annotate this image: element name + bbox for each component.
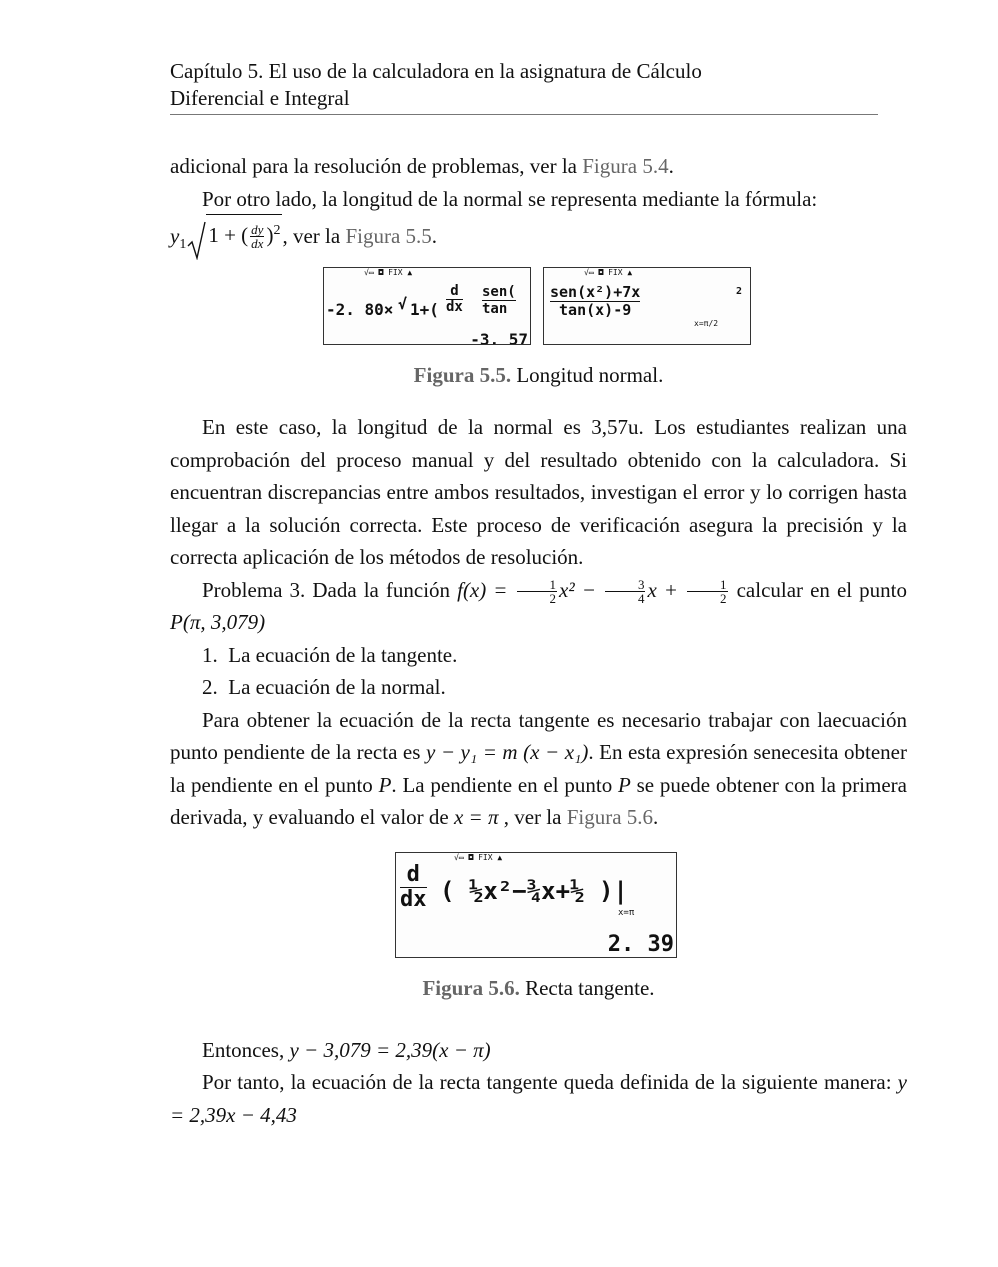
list-text-1: La ecuación de la tangente. (228, 642, 458, 667)
right-den: tan(x)-9 (559, 301, 632, 319)
formula-close: ) (266, 222, 274, 247)
figure-5-5-caption: Figura 5.5. Longitud normal. (170, 359, 907, 392)
left-d: d (446, 284, 463, 300)
paragraph-2: Por otro lado, la longitud de la normal … (202, 186, 818, 211)
tangent-expr: ( ½x²−¾x+½ )| (440, 876, 628, 905)
para5-d: se puede obtener con la primera derivada… (170, 772, 907, 830)
para1-end: . (668, 154, 674, 178)
left-result: -3. 57 (470, 330, 528, 345)
para5-end: . (653, 805, 659, 829)
header-line-2: Diferencial e Integral (170, 86, 350, 110)
para4-lead: Problema 3. Dada la función (202, 577, 458, 602)
left-sen: sen( (482, 284, 516, 301)
list-item: 2. La ecuación de la normal. (170, 671, 907, 704)
header-rule (170, 114, 878, 115)
tangent-dx: dx (400, 886, 427, 912)
point-slope-eq: y − y₁ = m (x − x₁) (425, 740, 589, 764)
para1-text: adicional para la resolución de problema… (170, 154, 583, 178)
para5-xpi: x = π (453, 805, 499, 829)
list-num-1: 1. (202, 642, 218, 667)
formula-end: . (431, 224, 438, 248)
figure-5-6-caption: Figura 5.6. Recta tangente. (170, 972, 907, 1005)
left-one-plus: 1+( (410, 300, 439, 319)
paragraph-5: Para obtener la ecuación de la recta tan… (170, 704, 907, 834)
status-bar-tangent: √▭ ◘ FIX ▲ (454, 852, 503, 862)
header-line-1: Capítulo 5. El uso de la calculadora en … (170, 59, 702, 83)
caption-text-5-5: Longitud normal. (511, 363, 664, 387)
formula-exp: 2 (273, 222, 281, 238)
term-x: x + (647, 577, 686, 602)
figure-5-5-link[interactable]: Figura 5.5 (345, 224, 432, 248)
figure-5-4-link[interactable]: Figura 5.4 (582, 154, 669, 178)
figure-5-6-link[interactable]: Figura 5.6 (566, 805, 654, 829)
list-text-2: La ecuación de la normal. (228, 675, 446, 699)
paragraph-7: Por tanto, la ecuación de la recta tange… (170, 1066, 907, 1131)
para6-eq: y − 3,079 = 2,39(x − π) (289, 1037, 491, 1062)
status-bar-left: √▭ ◘ FIX ▲ (364, 268, 413, 277)
dx: dx (251, 236, 264, 252)
para5-c: . La pendiente en el punto (391, 772, 619, 797)
para4-tail: calcular en el punto (729, 577, 908, 602)
right-exp: 2 (736, 286, 743, 297)
para5-b: . En esta expresión senecesita obtener l… (170, 740, 907, 797)
status-bar-right: √▭ ◘ FIX ▲ (584, 268, 633, 277)
para7-text: Por tanto, la ecuación de la recta tange… (202, 1070, 898, 1094)
left-multiplier: -2. 80× (326, 300, 394, 319)
left-sqrt-icon: √ (398, 295, 408, 313)
formula-after: , ver la (282, 224, 346, 248)
list-item: 1. La ecuación de la tangente. (170, 639, 907, 672)
para5-e: , ver la (498, 805, 567, 829)
right-eval: x=π/2 (694, 319, 719, 328)
page-body: adicional para la resolución de problema… (170, 150, 907, 1131)
point-p: P(π, 3,079) (170, 610, 266, 634)
sqrt-icon (186, 217, 207, 261)
term-x2: x² − (559, 577, 603, 602)
paragraph-1: adicional para la resolución de problema… (170, 150, 907, 183)
formula-y: y (170, 224, 180, 248)
formula-sub: 1 (179, 237, 187, 253)
paragraph-6: Entonces, y − 3,079 = 2,39(x − π) (170, 1034, 907, 1067)
para6-lead: Entonces, (202, 1037, 290, 1062)
paragraph-3: En este caso, la longitud de la normal e… (170, 415, 907, 569)
para5-p1: P (378, 772, 392, 797)
caption-label-5-6: Figura 5.6. (422, 975, 520, 1000)
right-num: sen(x²)+7x (550, 283, 641, 302)
tangent-result: 2. 39 (607, 931, 674, 957)
caption-label-5-5: Figura 5.5. (413, 363, 512, 387)
tangent-line-eq: y = 2,39x − 4,43 (170, 1070, 907, 1127)
formula-one-plus: 1 + ( (208, 222, 249, 247)
left-dx: dx (446, 299, 463, 315)
function-f: f(x) = (457, 577, 515, 602)
para5-p2: P (618, 772, 631, 797)
tangent-d: d (400, 862, 427, 888)
caption-text-5-6: Recta tangente. (519, 975, 655, 1000)
left-sen-tan: sen(tan (482, 284, 516, 317)
running-header: Capítulo 5. El uso de la calculadora en … (170, 58, 878, 112)
dy: dy (250, 222, 265, 238)
tangent-eval: x=π (618, 907, 635, 918)
left-tan: tan (482, 301, 508, 317)
list-num-2: 2. (202, 675, 218, 699)
para5-a: Para obtener la ecuación de la recta tan… (170, 707, 907, 765)
